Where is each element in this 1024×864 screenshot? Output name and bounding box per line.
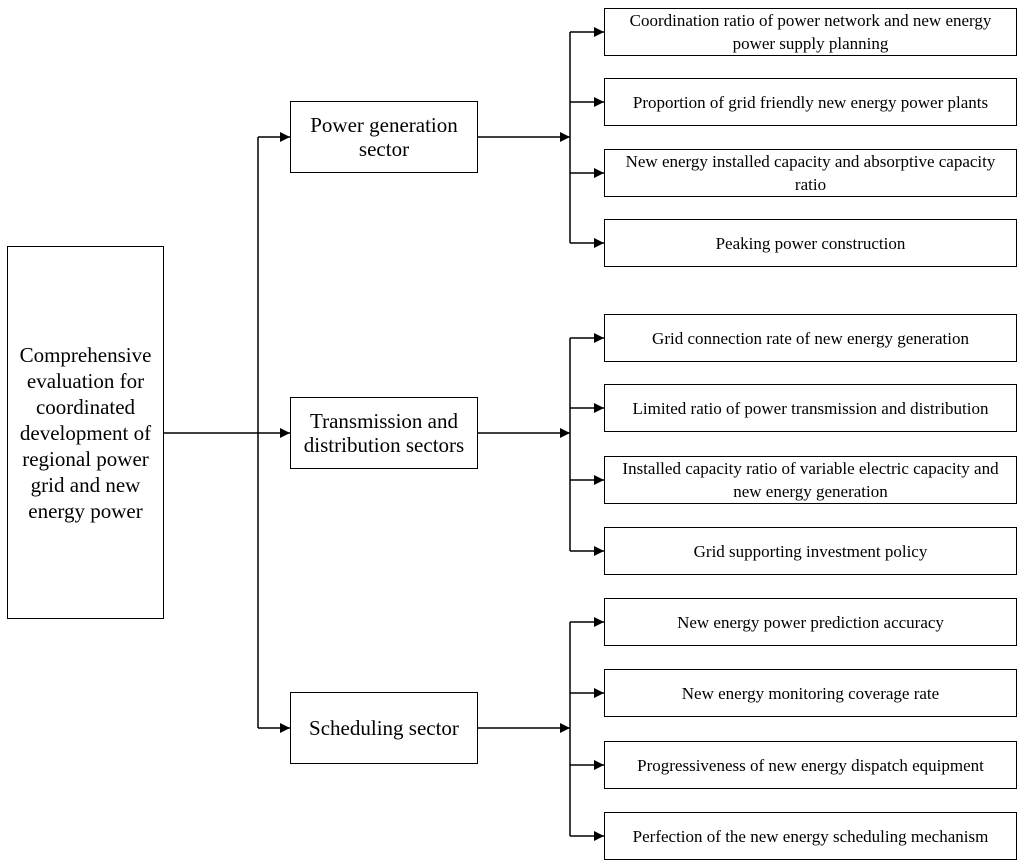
indicator-box: Proportion of grid friendly new energy p…: [604, 78, 1017, 126]
indicator-box: Installed capacity ratio of variable ele…: [604, 456, 1017, 504]
sector-box-scheduling: Scheduling sector: [290, 692, 478, 764]
indicator-label: Peaking power construction: [715, 233, 906, 253]
indicator-label: New energy power prediction accuracy: [677, 612, 944, 632]
indicator-label: Installed capacity ratio of variable ele…: [622, 459, 999, 501]
indicator-label: New energy installed capacity and absorp…: [625, 152, 996, 194]
indicator-label: Grid connection rate of new energy gener…: [652, 328, 969, 348]
indicator-box: Grid supporting investment policy: [604, 527, 1017, 575]
root-box: Comprehensive evaluation for coordinated…: [7, 246, 164, 619]
sector-label: Scheduling sector: [309, 716, 459, 740]
indicator-label: Proportion of grid friendly new energy p…: [632, 92, 989, 112]
indicator-label: Limited ratio of power transmission and …: [632, 398, 989, 418]
indicator-label: New energy monitoring coverage rate: [681, 683, 940, 703]
sector-label: Power generation sector: [310, 113, 458, 161]
indicator-label: Coordination ratio of power network and …: [629, 11, 992, 53]
indicator-label: Progressiveness of new energy dispatch e…: [637, 755, 984, 775]
indicator-box: Coordination ratio of power network and …: [604, 8, 1017, 56]
root-label: Comprehensive evaluation for coordinated…: [19, 342, 152, 523]
sector-box-transmission-distribution: Transmission and distribution sectors: [290, 397, 478, 469]
indicator-box: New energy monitoring coverage rate: [604, 669, 1017, 717]
indicator-box: Peaking power construction: [604, 219, 1017, 267]
indicator-box: Grid connection rate of new energy gener…: [604, 314, 1017, 362]
indicator-label: Perfection of the new energy scheduling …: [632, 826, 989, 846]
indicator-box: Perfection of the new energy scheduling …: [604, 812, 1017, 860]
indicator-box: Progressiveness of new energy dispatch e…: [604, 741, 1017, 789]
indicator-box: Limited ratio of power transmission and …: [604, 384, 1017, 432]
indicator-box: New energy power prediction accuracy: [604, 598, 1017, 646]
indicator-label: Grid supporting investment policy: [693, 541, 928, 561]
indicator-box: New energy installed capacity and absorp…: [604, 149, 1017, 197]
sector-label: Transmission and distribution sectors: [303, 409, 465, 457]
sector-box-power-generation: Power generation sector: [290, 101, 478, 173]
